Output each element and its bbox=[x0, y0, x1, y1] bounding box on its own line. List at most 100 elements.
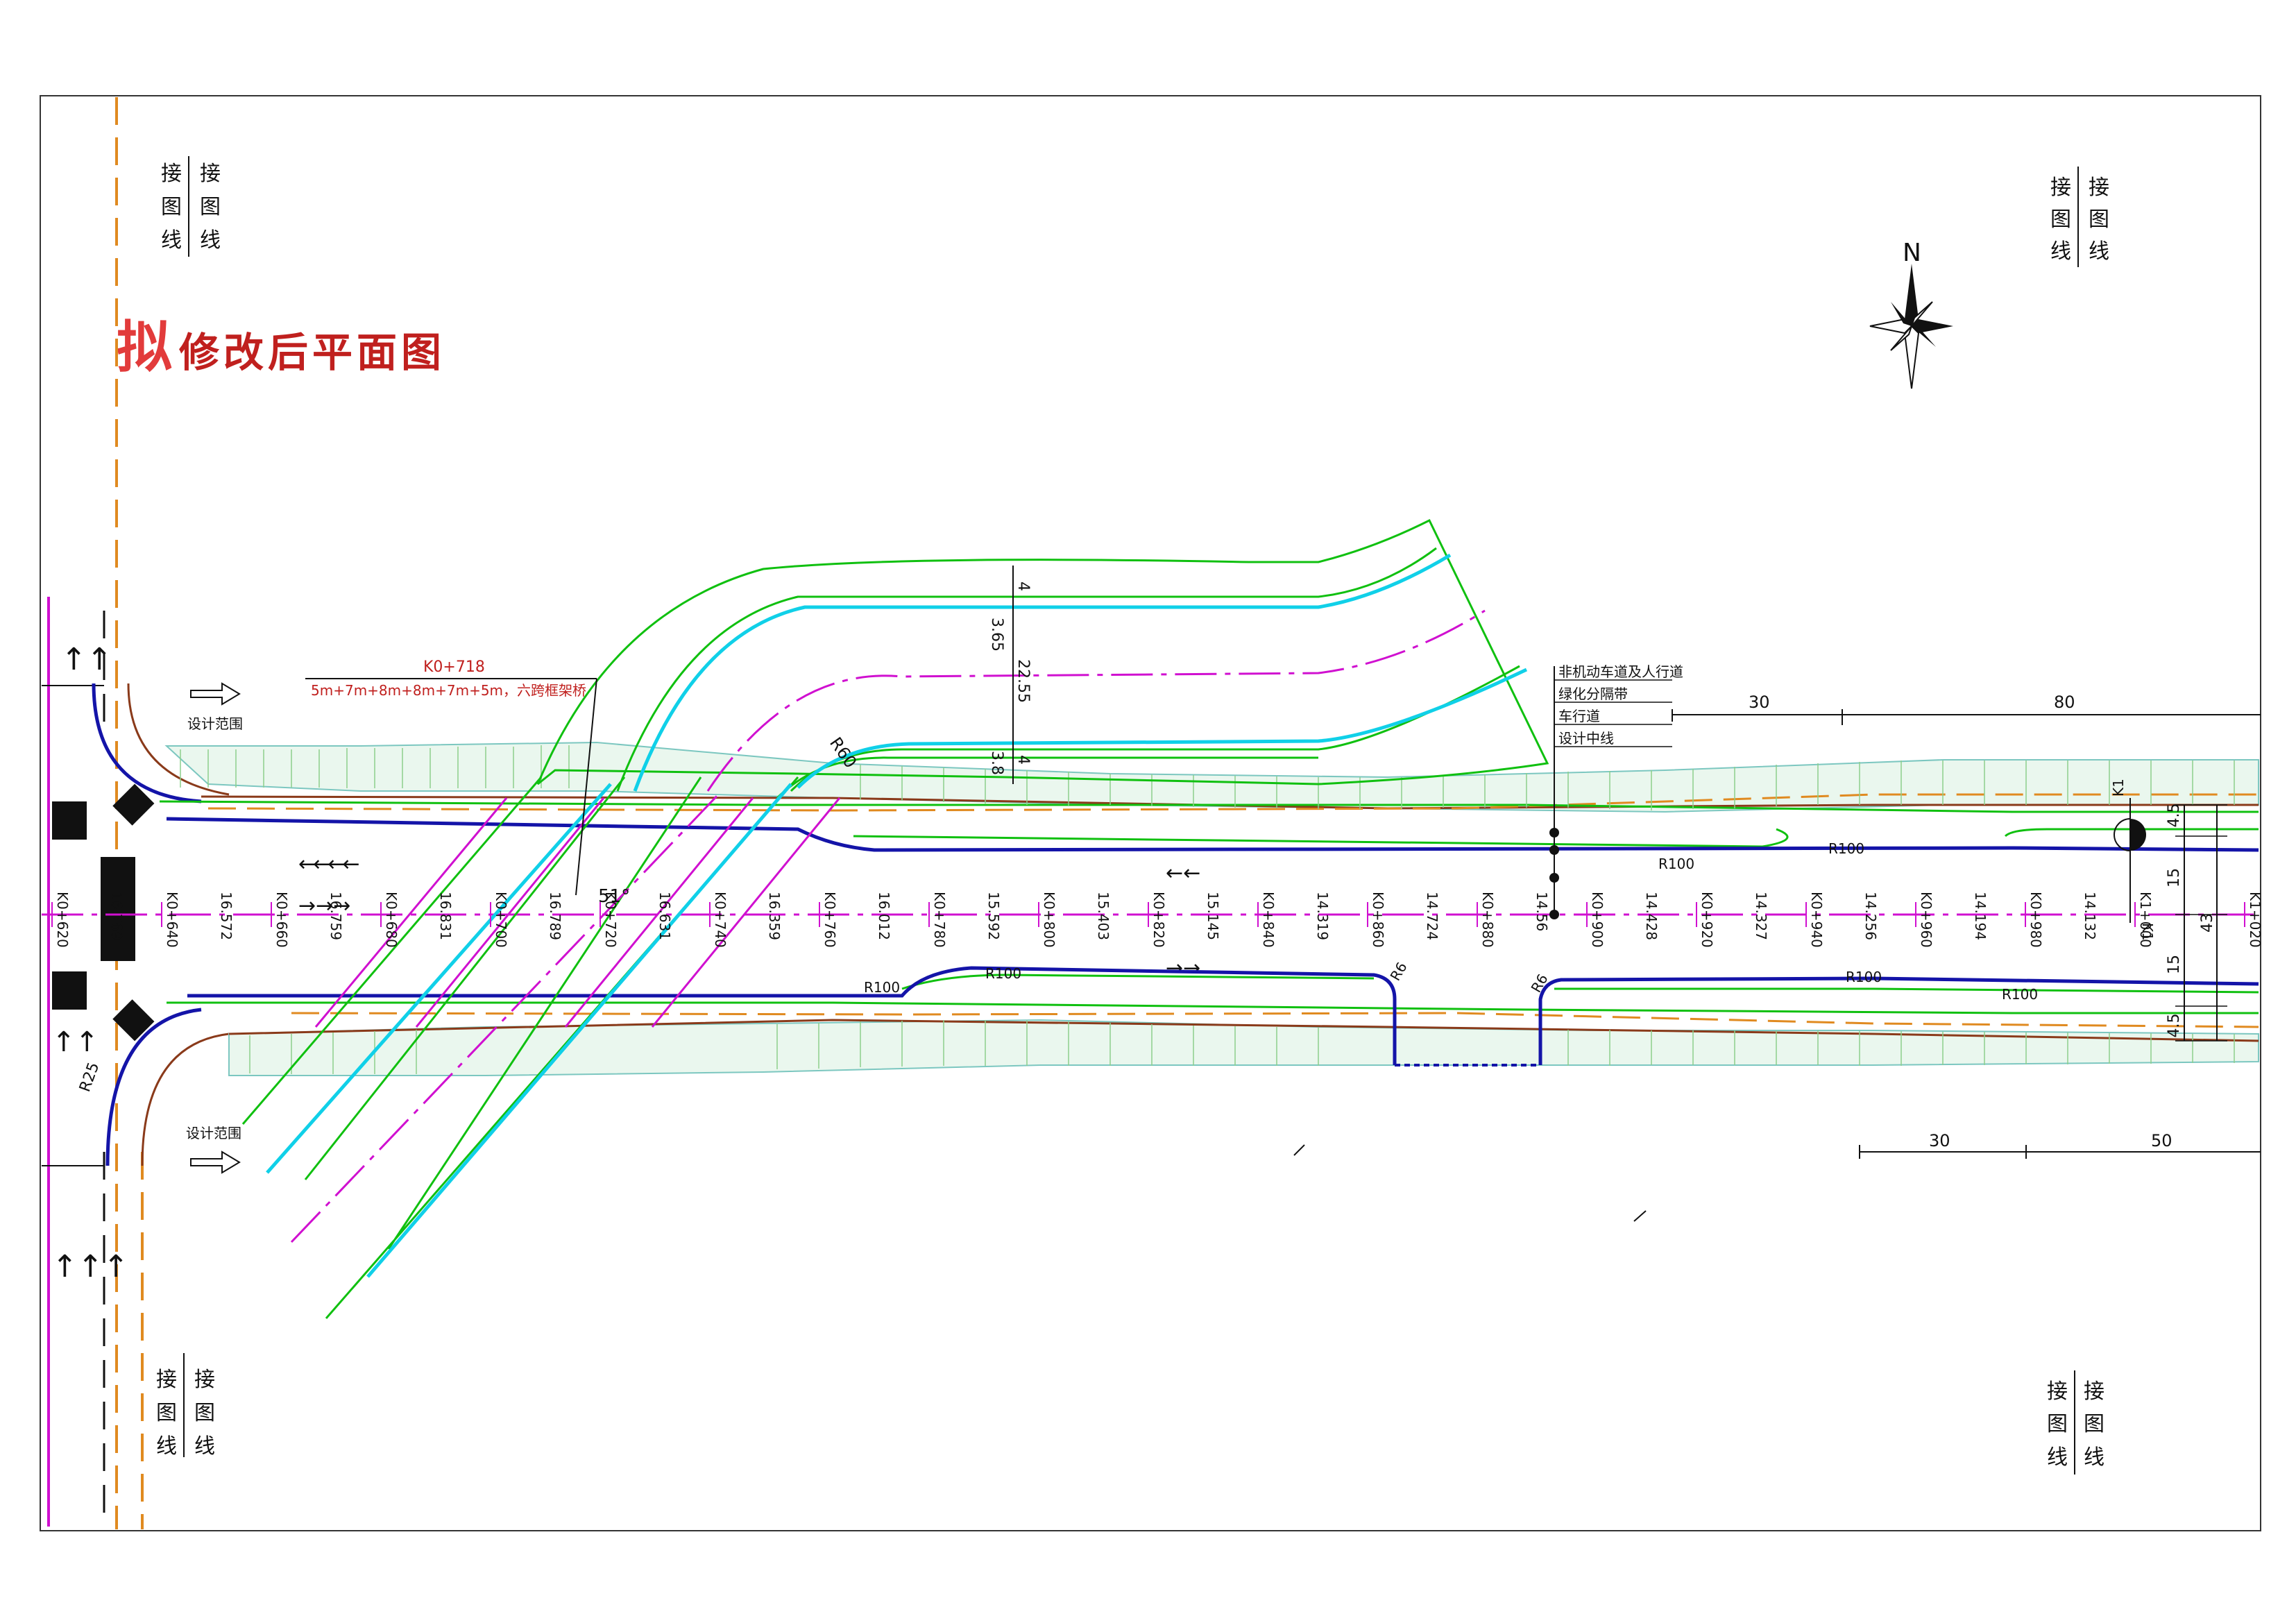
ramp-dim-1: 4 bbox=[1014, 581, 1032, 591]
svg-text:43: 43 bbox=[2199, 913, 2216, 933]
station-elevation: 14.256 bbox=[1862, 892, 1879, 940]
radius-label: R100 bbox=[1658, 856, 1694, 872]
station-elevation: 14.194 bbox=[1972, 892, 1989, 940]
lane-arrows: ↑↑ ↑↑↑ ↑↑ ←←←← →→→ ←← →→ bbox=[52, 642, 1200, 1284]
svg-text:图: 图 bbox=[2089, 207, 2109, 232]
station-chainage: K0+840 bbox=[1260, 892, 1277, 948]
station-chainage: K0+980 bbox=[2027, 892, 2044, 948]
station-elevation: 16.359 bbox=[766, 892, 783, 940]
radius-label: R100 bbox=[864, 979, 900, 996]
svg-text:线: 线 bbox=[2050, 239, 2071, 264]
svg-text:←←: ←← bbox=[1166, 861, 1200, 885]
radius-label: R100 bbox=[1828, 840, 1864, 857]
legend-item: 车行道 bbox=[1558, 708, 1600, 724]
svg-text:接: 接 bbox=[156, 1368, 177, 1392]
top-spacing-dims: 30 80 bbox=[1672, 692, 2261, 725]
station-elevation: 16.831 bbox=[437, 892, 454, 940]
svg-text:4.5: 4.5 bbox=[2166, 804, 2183, 828]
svg-text:50: 50 bbox=[2151, 1131, 2172, 1150]
svg-text:图: 图 bbox=[156, 1401, 177, 1425]
station-chainage: K0+720 bbox=[602, 892, 619, 948]
svg-text:15: 15 bbox=[2166, 955, 2183, 974]
svg-text:图: 图 bbox=[200, 195, 221, 219]
bottom-spacing-dims: 30 50 bbox=[1859, 1131, 2261, 1159]
legend: 非机动车道及人行道 绿化分隔带 车行道 设计中线 bbox=[1549, 663, 1683, 919]
svg-text:设计范围: 设计范围 bbox=[186, 1125, 241, 1141]
ramp-dim-3: 22.55 bbox=[1014, 659, 1032, 703]
right-section-dims: 4.5 15 15 4.5 43 K1 K1 bbox=[2110, 779, 2227, 1042]
bridge-callout: K0+718 5m+7m+8m+8m+7m+5m，六跨框架桥 51° bbox=[305, 658, 630, 907]
svg-text:图: 图 bbox=[194, 1401, 215, 1425]
crosswalk-diag bbox=[112, 783, 155, 1042]
svg-text:接: 接 bbox=[2050, 176, 2071, 200]
radius-label: R100 bbox=[985, 965, 1021, 982]
svg-text:30: 30 bbox=[1749, 692, 1770, 712]
svg-text:线: 线 bbox=[2084, 1445, 2104, 1470]
match-line-top-right: 接 图 线 接 图 线 bbox=[2050, 167, 2109, 267]
end-mark: K1 bbox=[2139, 923, 2156, 941]
svg-text:接: 接 bbox=[2047, 1379, 2068, 1404]
svg-text:80: 80 bbox=[2054, 692, 2075, 712]
end-mark: K1 bbox=[2110, 779, 2127, 797]
svg-text:接: 接 bbox=[200, 162, 221, 186]
station-elevation: 15.403 bbox=[1095, 892, 1112, 940]
station-chainage: K0+620 bbox=[54, 892, 71, 948]
svg-text:图: 图 bbox=[2084, 1412, 2104, 1436]
svg-text:线: 线 bbox=[194, 1434, 215, 1459]
station-elevation: 14.132 bbox=[2082, 892, 2098, 940]
radius-label: R6 bbox=[1387, 959, 1411, 983]
match-line-top-left: 接 图 线 接 图 线 bbox=[161, 156, 221, 257]
bridge-chainage: K0+718 bbox=[423, 658, 485, 676]
station-chainage: K1+020 bbox=[2247, 892, 2263, 948]
ramp-dim-2: 3.65 bbox=[988, 618, 1005, 652]
design-scope-top: 设计范围 bbox=[187, 682, 243, 732]
svg-text:↑↑↑: ↑↑↑ bbox=[52, 1249, 129, 1284]
svg-text:接: 接 bbox=[2089, 176, 2109, 200]
station-chainage: K0+880 bbox=[1479, 892, 1496, 948]
station-chainage: K0+660 bbox=[273, 892, 290, 948]
svg-text:线: 线 bbox=[2047, 1445, 2068, 1470]
match-line-bottom-left: 接 图 线 接 图 线 bbox=[156, 1353, 215, 1459]
skew-angle: 51° bbox=[598, 886, 630, 907]
svg-text:设计范围: 设计范围 bbox=[187, 715, 243, 732]
station-chainage: K0+800 bbox=[1041, 892, 1057, 948]
svg-text:图: 图 bbox=[2050, 207, 2071, 232]
svg-text:图: 图 bbox=[2047, 1412, 2068, 1436]
station-chainage: K0+940 bbox=[1808, 892, 1825, 948]
station-elevation: 14.428 bbox=[1643, 892, 1660, 940]
svg-text:线: 线 bbox=[161, 228, 182, 253]
svg-text:图: 图 bbox=[161, 195, 182, 219]
radius-label: R100 bbox=[1846, 969, 1882, 985]
sheet-frame bbox=[40, 95, 2261, 1531]
svg-text:线: 线 bbox=[156, 1434, 177, 1459]
station-chainage: K0+640 bbox=[164, 892, 180, 948]
bridge-spans: 5m+7m+8m+8m+7m+5m，六跨框架桥 bbox=[311, 682, 586, 699]
station-elevation: 16.572 bbox=[218, 892, 235, 940]
radius-label: R6 bbox=[1528, 971, 1551, 995]
ramp-dim-5: 4 bbox=[1014, 755, 1032, 765]
station-elevation: 15.145 bbox=[1205, 892, 1221, 940]
crosswalk-left bbox=[52, 801, 135, 1010]
north-arrow-icon bbox=[1869, 264, 1953, 389]
station-elevation: 16.769 bbox=[108, 892, 125, 940]
legend-item: 设计中线 bbox=[1558, 730, 1614, 747]
radius-label: R100 bbox=[2002, 986, 2038, 1003]
station-elevation: 14.724 bbox=[1424, 892, 1440, 940]
station-elevation: 15.592 bbox=[985, 892, 1002, 940]
drawing-title: 修改后平面图 bbox=[179, 329, 445, 376]
station-elevation: 16.012 bbox=[876, 892, 892, 940]
main-road bbox=[42, 741, 2259, 1076]
station-chainage: K0+700 bbox=[493, 892, 509, 948]
legend-item: 绿化分隔带 bbox=[1558, 686, 1628, 702]
station-elevation: 16.759 bbox=[328, 892, 344, 940]
svg-text:15: 15 bbox=[2166, 868, 2183, 887]
svg-text:接: 接 bbox=[2084, 1379, 2104, 1404]
station-chainage: K0+860 bbox=[1370, 892, 1386, 948]
station-elevation: 14.327 bbox=[1753, 892, 1769, 940]
station-chainage: K0+960 bbox=[1918, 892, 1934, 948]
design-scope-bottom: 设计范围 bbox=[186, 1125, 241, 1174]
station-elevation: 16.631 bbox=[656, 892, 673, 940]
svg-text:4.5: 4.5 bbox=[2166, 1014, 2183, 1038]
svg-text:←←←←: ←←←← bbox=[298, 852, 359, 876]
